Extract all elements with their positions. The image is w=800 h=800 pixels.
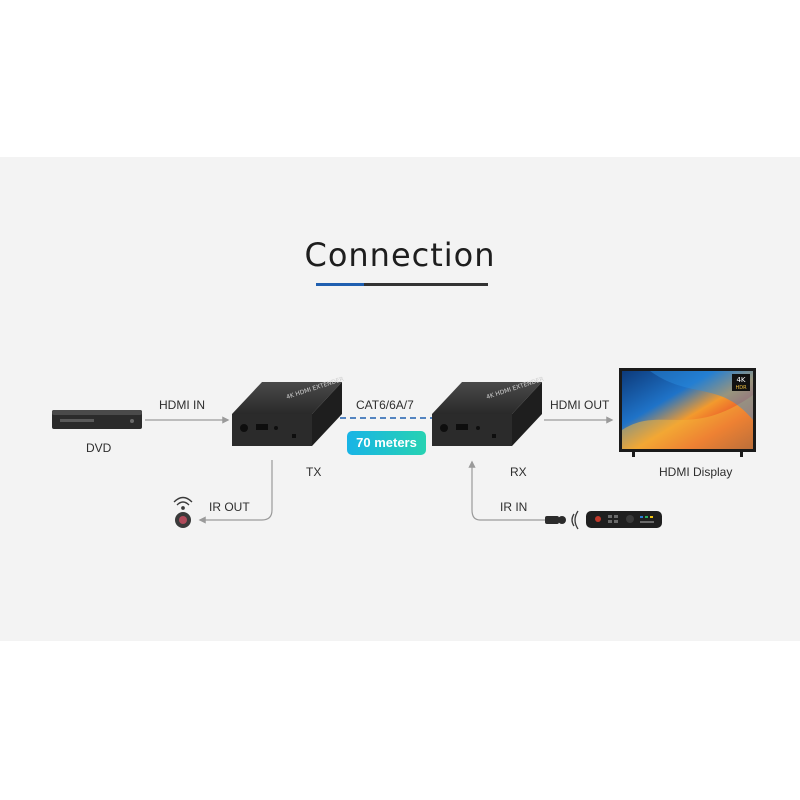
ir-receiver-icon <box>545 516 566 524</box>
tx-label: TX <box>306 465 322 479</box>
remote-control-icon <box>586 511 662 528</box>
tx-extender-icon: 4K HDMI EXTENDER <box>232 376 345 446</box>
hdmi-display-label: HDMI Display <box>659 465 733 479</box>
rx-extender-icon: 4K HDMI EXTENDER <box>432 376 545 446</box>
ir-in-label: IR IN <box>500 500 528 514</box>
distance-badge: 70 meters <box>347 431 426 455</box>
rx-label: RX <box>510 465 527 479</box>
tv-badge-hdr: HDR <box>735 385 747 391</box>
dvd-label: DVD <box>86 441 112 455</box>
wireless-signal-icon <box>173 496 193 510</box>
title-underline <box>364 283 488 286</box>
hdmi-out-label: HDMI OUT <box>550 398 610 412</box>
ir-out-arrow <box>198 460 273 524</box>
tv-badge-4k: 4K <box>736 376 745 384</box>
ir-emitter-icon <box>175 512 191 528</box>
ir-in-arrow <box>468 460 545 521</box>
remote-signal-icon <box>571 510 579 530</box>
title-underline-accent <box>316 283 364 286</box>
page-title: Connection <box>304 236 496 274</box>
cable-type-label: CAT6/6A/7 <box>356 398 414 412</box>
ir-out-label: IR OUT <box>209 500 250 514</box>
dvd-player-icon <box>52 410 142 429</box>
hdmi-display-icon: 4K HDR <box>619 368 756 457</box>
hdmi-in-label: HDMI IN <box>159 398 205 412</box>
